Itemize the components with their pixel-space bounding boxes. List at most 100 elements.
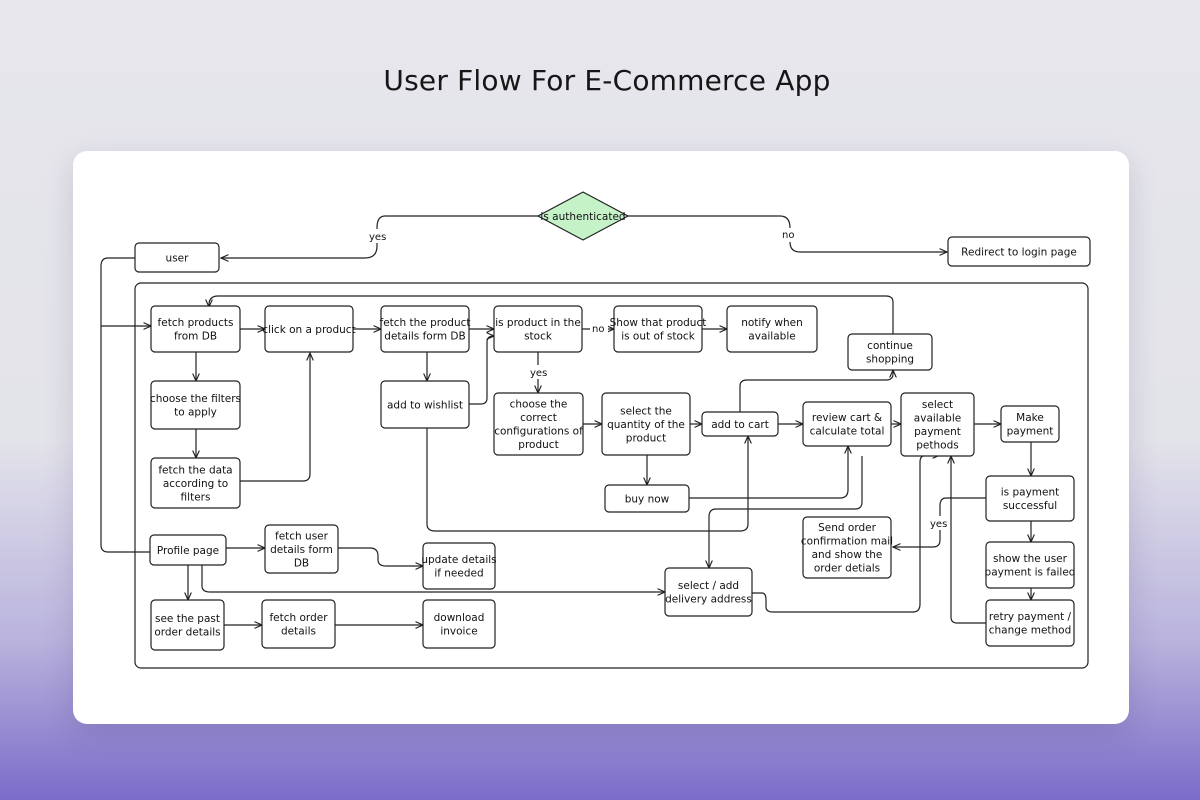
node-label-line: available [914,413,961,425]
node-box [422,599,496,649]
node-label-line: order detials [814,563,880,575]
node-box [802,516,892,579]
node-label-line: choose the filters [150,393,241,405]
node-label-line: details form DB [384,331,465,343]
node-review-cart: review cart &calculate total [802,401,892,447]
node-box [613,305,703,353]
node-box [150,599,225,651]
node-label-line: is product in the [495,317,581,329]
edge-data-to-click [240,353,310,482]
node-label-line: fetch user [275,530,329,542]
decision-label: is authenticated [540,211,625,223]
node-label-line: change method [989,625,1072,637]
node-label-line: if needed [434,568,483,580]
node-label-line: user [166,252,190,264]
node-in-stock: is product in the stock [493,305,583,353]
node-box [701,411,779,437]
node-label-line: filters [181,491,211,503]
node-label-line: fetch the data [158,464,232,476]
page-title: User Flow For E-Commerce App [383,64,831,97]
label-no-stock: no [592,324,604,335]
node-box [261,599,336,649]
node-box [985,541,1075,589]
node-label-line: Send order [818,522,876,534]
node-label-line: order details [154,627,220,639]
node-label-line: add to wishlist [387,399,463,411]
node-label-line: continue [867,340,913,352]
node-label-line: details form [270,544,333,556]
node-profile-page: Profile page [149,534,227,566]
node-label-line: Profile page [157,545,219,557]
main-flow-container [134,282,1089,669]
node-label-line: Redirect to login page [961,246,1077,258]
node-box [726,305,818,353]
node-label-line: notify when [741,317,803,329]
node-continue-shopping: continue shopping [847,333,933,371]
node-label-line: according to [163,478,228,490]
node-label-line: select / add [678,580,739,592]
node-box [380,305,470,353]
node-box [150,305,241,353]
label-yes-auth: yes [369,232,386,243]
node-download-invoice: download invoice [422,599,496,649]
node-label-line: correct [520,412,557,424]
node-label-line: product [518,439,558,451]
node-label-line: click on a product [262,324,355,336]
node-label-line: shopping [866,354,914,366]
node-box [150,457,241,509]
node-label-line: update details [421,554,496,566]
edge-wishlist-to-cart [426,428,748,532]
edge-continue-loop [209,295,894,334]
node-box [493,305,583,353]
node-label-line: DB [294,557,309,569]
edge-cart-to-continue [739,370,893,412]
node-label-line: payment is failed [985,567,1076,579]
edge-user-to-update [338,547,423,566]
node-choose-filters: choose the filters to apply [150,380,241,430]
node-box [802,401,892,447]
edge-retry-to-payment [951,456,986,624]
label-yes-payment: yes [930,519,947,530]
node-label-line: add to cart [711,419,769,431]
node-box [134,242,220,273]
node-label-line: select [922,399,953,411]
node-add-wishlist: add to wishlist [380,380,470,429]
node-fetch-details: fetch the product details form DB [380,305,471,353]
node-label-line: invoice [440,626,477,638]
node-label-line: download [434,612,485,624]
node-label-line: fetch the product [380,317,471,329]
node-update-details: update details if needed [421,542,497,590]
node-label-line: quantity of the [607,419,685,431]
node-label-line: see the past [155,613,220,625]
edge-address-to-payment [752,455,940,613]
node-label-line: choose the [510,399,568,411]
node-box [380,380,470,429]
edge-review-to-address [709,456,863,568]
node-label-line: buy now [625,493,670,505]
node-redirect: Redirect to login page [947,236,1091,267]
edge-labels: yes no no yes yes [366,228,950,530]
edge-wishlist-to-stock [469,336,494,405]
edge-profile-to-address [201,565,665,592]
node-box [1000,405,1060,443]
node-box [422,542,496,590]
node-box [985,599,1075,647]
node-label-line: delivery address [665,594,752,606]
label-yes-stock: yes [530,368,547,379]
node-label-line: fetch products [158,317,234,329]
decision-is-authenticated: is authenticated [536,191,630,241]
node-label-line: Make [1016,412,1044,424]
node-label-line: to apply [174,407,217,419]
node-label-line: stock [524,331,553,343]
node-box [900,392,975,457]
node-box [493,392,584,456]
